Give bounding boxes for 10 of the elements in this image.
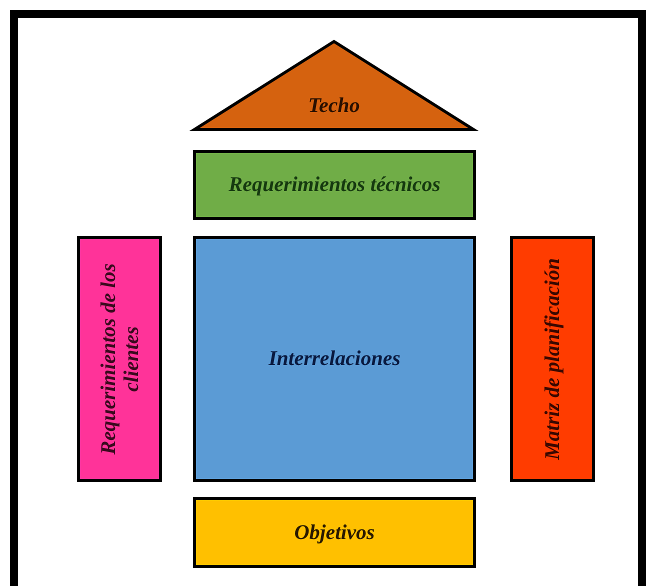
relationships-box (193, 236, 476, 482)
box-label: Interrelaciones (268, 347, 400, 371)
objectives-box (193, 497, 476, 568)
technical-requirements-box (193, 150, 476, 220)
box-label: Requerimientos técnicos (228, 173, 440, 197)
vertical-label: Matriz de planificación (538, 257, 565, 462)
box-label: Objetivos (294, 520, 375, 544)
customer-requirements-box (77, 236, 162, 482)
planning-matrix-box (510, 236, 595, 482)
vertical-label: Requerimientos de los clientes (94, 262, 144, 457)
